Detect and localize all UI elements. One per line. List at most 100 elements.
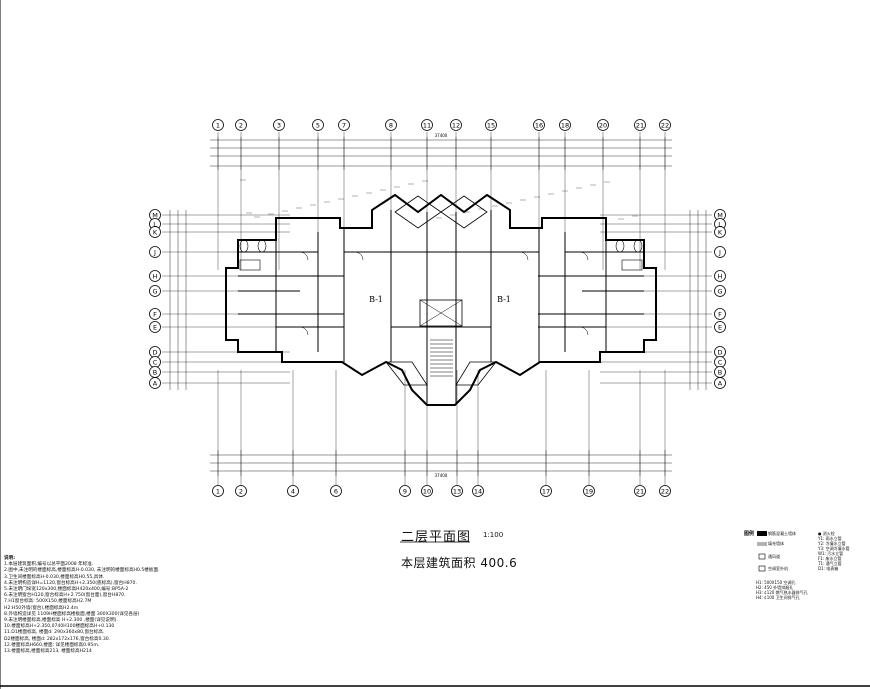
note-line: 5.未注明门垛宽120x300,楼面标高H420x400,编号:BP5A-2 [4,587,129,593]
axis-label: H [153,272,158,280]
axis-label: 18 [561,121,569,129]
axis-bubble [385,119,397,131]
axis-bubble [149,285,161,297]
axis-label: 14 [474,487,482,495]
door-swing [299,251,309,261]
sanitary-fixture [239,239,249,253]
legend-right-item: ● 消火栓 [818,531,835,536]
axis-label: 3 [277,121,281,129]
axis-label: H [718,272,723,280]
axis-label: 4 [291,487,295,495]
bathtub [621,259,643,271]
axis-bubble [714,270,726,282]
door-swing [579,326,589,336]
axis-bubble [421,119,433,131]
note-line: 9.未注明楼面标高,楼面标高 H+2.300 ,楼面(详见说明). [4,618,118,624]
axis-bubble [451,485,463,497]
door-swing [354,251,364,261]
axis-bubble [235,485,247,497]
floor-area-label: 本层建筑面积 [401,556,477,570]
axis-label: 2 [239,487,243,495]
axis-bubble [149,246,161,258]
legend-item: H4: ¢100 卫生间排气孔 [756,595,800,600]
axis-bubble [714,246,726,258]
legend-concrete-swatch [757,531,767,536]
note-line: 10.楼面标高H+2.350,0740H100楼面标高H+0.130 [4,624,115,630]
legend-right-item: Y3: 空调冷凝水管 [818,546,850,551]
note-line: H2:H50外墙(窗台),楼面标高H2.4m [4,605,79,611]
legend-item: H3: ¢120 燃气热水器排气孔 [756,590,808,595]
axis-bubble [149,308,161,320]
axis-label: K [153,228,158,236]
note-line: 2.图中,未注明的楼面标高,楼面标高H-0.030, 未注明的楼面标高H0.5楼… [4,568,160,574]
legend-right-item: W1: 污水立管 [818,551,844,556]
axis-label: G [717,287,722,295]
axis-label: 8 [389,121,393,129]
axis-bubble [287,485,299,497]
axis-bubble [714,321,726,333]
axis-label: K [718,228,723,236]
axis-bubble [212,119,224,131]
axis-bubble [714,308,726,320]
axis-bubble [597,119,609,131]
axis-bubble [583,485,595,497]
axis-label: M [717,211,723,219]
door-swing [299,326,309,336]
room-type-label: B-1 [369,295,383,304]
elevator-shaft [419,299,463,327]
legend: 图例 钢筋混凝土墙体 填充墙体 通风道 空调室外机 H1: 500X150 空调… [744,530,862,600]
axis-bubble [149,270,161,282]
axis-label: 22 [661,121,669,129]
axis-label: C [718,358,723,366]
legend-item: 钢筋混凝土墙体 [768,531,796,536]
axis-label: A [718,379,723,387]
building-outline [225,193,657,406]
axis-bubble [559,119,571,131]
sanitary-fixture [257,239,267,253]
axis-label: B [153,368,157,376]
axis-label: F [718,310,722,318]
legend-right-item: Y2: 冷凝水立管 [818,541,846,546]
axis-label: 19 [585,487,593,495]
axis-label: 1 [216,121,220,129]
drawing-title: 二层平面图 [401,530,472,545]
room-type-label: B-1 [497,295,511,304]
axis-label: 10 [423,487,431,495]
legend-vent-swatch [758,553,766,560]
axis-bubble [450,119,462,131]
note-line: D2楼面标高, 楼面d: 282x172x176,窗台标高0.30. [4,636,111,642]
axis-label: E [718,323,722,331]
axis-bubble [634,485,646,497]
axis-bubble [338,119,350,131]
note-line: 3.卫生间楼面标高H-0.030,楼面标高H0.55,具体. [4,574,105,580]
legend-right-item: D1: 电表箱 [818,566,839,571]
elevator-cross [419,299,463,327]
axis-bubble [235,119,247,131]
legend-item: 通风道 [768,554,780,559]
axis-bubble [659,119,671,131]
axis-bubble [714,377,726,389]
legend-item: 空调室外机 [768,566,788,571]
axis-label: M [152,211,158,219]
drawing-scale: 1:100 [483,531,504,539]
note-line: 4.未注明构造详H=1120,窗台标高H+2.350(底标高),窗台H870. [4,580,137,586]
bay-window [440,195,488,229]
axis-label: 21 [636,121,644,129]
axis-bubble [659,485,671,497]
sanitary-fixture [615,239,625,253]
legend-item: H1: 500X150 空调孔 [756,580,796,585]
axis-label: 16 [535,121,543,129]
sanitary-fixture [633,239,643,253]
axis-label: 1 [216,487,220,495]
legend-right-item: T1: 通气立管 [818,561,842,566]
axis-bubble [540,485,552,497]
axis-label: E [153,323,157,331]
axis-label: L [153,220,157,228]
axis-bubble [634,119,646,131]
axis-bubble [714,285,726,297]
axis-bubble [714,226,726,238]
bay-window [385,361,428,386]
axis-bubble [472,485,484,497]
axis-bubble [533,119,545,131]
